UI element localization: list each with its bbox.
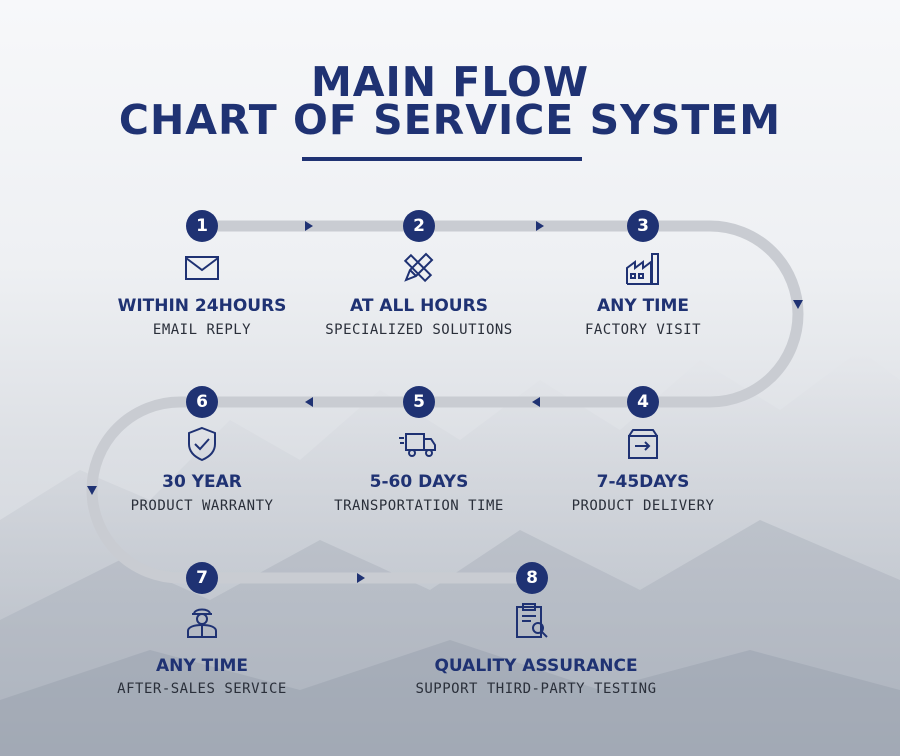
flow-arrow-5	[305, 397, 313, 407]
worker-icon	[182, 601, 222, 641]
page-title-line-1: MAIN FLOW	[310, 58, 590, 106]
step-6-title: 30 YEAR	[162, 472, 242, 492]
flow-arrow-2	[536, 221, 544, 231]
step-4-number: 4	[627, 386, 659, 418]
step-7-subtitle: AFTER-SALES SERVICE	[117, 681, 287, 697]
step-3-number: 3	[627, 210, 659, 242]
step-1-subtitle: EMAIL REPLY	[152, 322, 252, 338]
step-5-title: 5-60 DAYS	[369, 472, 469, 492]
flow-arrow-6	[87, 486, 97, 495]
delivery-box-icon	[623, 424, 663, 464]
step-3-subtitle: FACTORY VISIT	[584, 322, 702, 338]
step-6-subtitle: PRODUCT WARRANTY	[130, 498, 274, 514]
step-5-subtitle: TRANSPORTATION TIME	[334, 498, 504, 514]
step-8-subtitle: SUPPORT THIRD-PARTY TESTING	[415, 681, 657, 697]
step-2-title: AT ALL HOURS	[350, 296, 488, 316]
step-8-title: QUALITY ASSURANCE	[434, 656, 638, 676]
flow-arrow-4	[532, 397, 540, 407]
step-1-title: WITHIN 24HOURS	[117, 296, 287, 316]
step-8-number: 8	[516, 562, 548, 594]
flow-arrow-3	[793, 300, 803, 309]
step-2-number: 2	[403, 210, 435, 242]
step-7-title: ANY TIME	[155, 656, 249, 676]
step-4-title: 7-45DAYS	[596, 472, 690, 492]
flow-arrow-7	[357, 573, 365, 583]
title-underline	[302, 157, 582, 161]
step-5-number: 5	[403, 386, 435, 418]
flow-arrow-1	[305, 221, 313, 231]
step-1-number: 1	[186, 210, 218, 242]
pencil-ruler-icon	[398, 248, 438, 288]
step-7-number: 7	[186, 562, 218, 594]
truck-icon	[398, 424, 438, 464]
step-4-subtitle: PRODUCT DELIVERY	[571, 498, 715, 514]
page-title-line-2: CHART OF SERVICE SYSTEM	[118, 96, 782, 144]
step-3-title: ANY TIME	[596, 296, 690, 316]
clipboard-search-icon	[511, 601, 551, 641]
step-6-number: 6	[186, 386, 218, 418]
step-2-subtitle: SPECIALIZED SOLUTIONS	[325, 322, 513, 338]
email-icon	[182, 248, 222, 288]
factory-icon	[623, 248, 663, 288]
shield-check-icon	[182, 424, 222, 464]
